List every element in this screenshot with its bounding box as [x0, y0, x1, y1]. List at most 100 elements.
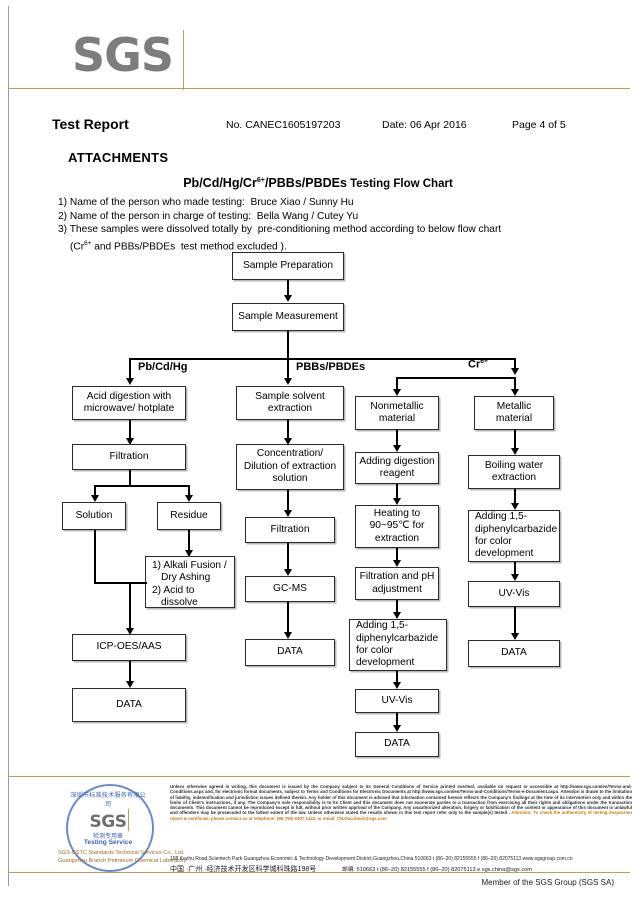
header-rule: [8, 88, 630, 89]
seal-company-line-2: Guangzhou Branch Petroleum Chemical Labo…: [58, 858, 187, 864]
edge-boiling-to-dpc: [514, 489, 517, 505]
edge-acid-to-filtration: [129, 420, 132, 440]
note-1: 1) Name of the person who made testing: …: [58, 197, 354, 208]
node-residue[interactable]: Residue: [157, 502, 221, 530]
node-gc-ms[interactable]: GC-MS: [245, 576, 335, 602]
note-2: 2) Name of the person in charge of testi…: [58, 210, 359, 222]
branch-label-cr6: Cr6+: [468, 358, 488, 371]
edge-drop-nonmetallic: [396, 377, 399, 391]
edge-drop-metallic: [514, 377, 517, 391]
sgs-testing-seal: 深圳市标准技术服务有限公司 SGS 检测专用章 Testing Service …: [58, 782, 187, 872]
node-filtration-left[interactable]: Filtration: [72, 444, 186, 470]
arrowhead-heating-to-filtration-ph: [392, 560, 401, 567]
notes-list: 1) Name of the person who made testing: …: [58, 196, 598, 254]
edge-merge-to-icp: [129, 582, 132, 630]
seal-circle: [66, 784, 154, 872]
node-alkali-fusion[interactable]: 1) Alkali Fusion / Dry Ashing 2) Acid to…: [145, 556, 235, 608]
arrowhead-icp-to-data: [125, 681, 134, 688]
arrowhead-drop-solution: [90, 495, 99, 502]
arrowhead-drop-metallic: [510, 389, 519, 396]
edge-drop-solution: [94, 485, 97, 497]
edge-measurement-trunk: [287, 331, 290, 360]
edge-dpc-to-uvvis-metallic: [514, 562, 517, 576]
branch-label-cr6-sup: 6+: [480, 358, 489, 365]
edge-concentration-to-filtration: [287, 490, 290, 512]
flow-chart-title-suffix: Testing Flow Chart: [346, 178, 453, 190]
arrowhead-prep-to-measurement: [283, 295, 292, 302]
sgs-logo: SGS: [72, 30, 192, 90]
report-date: Date: 06 Apr 2016: [382, 119, 467, 131]
address-chinese-contact: 邮编: 510663 t (86–20) 82155555 f (86–20) …: [342, 867, 532, 873]
node-icp-oes-aas[interactable]: ICP-OES/AAS: [72, 634, 186, 661]
seal-arc-text: 深圳市标准技术服务有限公司: [70, 793, 146, 808]
node-heating-extraction[interactable]: Heating to 90~95℃ for extraction: [355, 505, 439, 548]
note-3-cont-sup: 6+: [84, 239, 92, 247]
attention-line-2[interactable]: or email: CN.Doccheck@sgs.com: [317, 815, 387, 821]
address-chinese-text: 中国 ·广州 ·经济技术开发区科学城科珠路198号: [170, 866, 317, 873]
edge-reagent-to-heating: [396, 484, 399, 500]
node-filtration-mid[interactable]: Filtration: [245, 517, 335, 543]
edge-nonmetallic-to-reagent: [396, 430, 399, 447]
edge-filtration-split-stem: [129, 470, 132, 487]
alkali-line-1: 1) Alkali Fusion /: [152, 560, 227, 571]
arrowhead-drop-cr6: [510, 368, 519, 375]
node-concentration-dilution[interactable]: Concentration/ Dilution of extraction so…: [236, 444, 344, 490]
arrowhead-drop-residue: [184, 495, 193, 502]
seal-sgs-text: SGS: [89, 812, 127, 832]
footer-top-rule: [8, 776, 630, 777]
node-data-mid[interactable]: DATA: [245, 639, 335, 666]
edge-uvvis-to-data-nonmetallic: [396, 713, 399, 727]
node-uv-vis-nonmetallic[interactable]: UV-Vis: [355, 689, 439, 713]
branch-label-pb-cd-hg: Pb/Cd/Hg: [138, 361, 188, 373]
node-adding-dpc-nonmetallic[interactable]: Adding 1,5-diphenylcarbazide for color d…: [349, 619, 447, 671]
address-english: 198 Kezhu Road,Scientech Park Guangzhou …: [170, 856, 573, 862]
node-metallic-material[interactable]: Metallic material: [474, 396, 554, 430]
edge-cr6-distributor: [396, 377, 516, 380]
node-adding-digestion-reagent[interactable]: Adding digestion reagent: [355, 452, 439, 484]
page-title: Test Report: [52, 116, 129, 132]
arrowhead-drop-pbbs: [283, 378, 292, 385]
seal-chinese-label: 检测专用章: [92, 834, 123, 840]
branch-label-cr6-text: Cr: [468, 358, 481, 371]
node-filtration-ph-adjustment[interactable]: Filtration and pH adjustment: [355, 567, 439, 600]
page-left-rule: [8, 6, 9, 886]
edge-uvvis-to-data-metallic: [514, 607, 517, 635]
edge-solvent-to-concentration: [287, 420, 290, 440]
node-sample-measurement[interactable]: Sample Measurement: [232, 303, 344, 331]
flow-chart-title-main: Pb/Cd/Hg/Cr: [183, 176, 257, 190]
node-boiling-water-extraction[interactable]: Boiling water extraction: [468, 455, 560, 489]
edge-residue-to-alkali: [188, 530, 191, 552]
branch-label-pbbs-pbdes: PBBs/PBDEs: [296, 361, 366, 373]
node-solution[interactable]: Solution: [62, 502, 126, 530]
edge-join-to-icp: [94, 582, 147, 585]
node-adding-dpc-metallic[interactable]: Adding 1,5-diphenylcarbazide for color d…: [468, 510, 560, 562]
node-acid-digestion[interactable]: Acid digestion with microwave/ hotplate: [72, 386, 186, 420]
node-sample-preparation[interactable]: Sample Preparation: [232, 252, 344, 280]
logo-vertical-bar: [183, 30, 184, 90]
edge-dpc-to-uvvis-nonmetallic: [396, 671, 399, 684]
node-data-left[interactable]: DATA: [72, 688, 186, 722]
node-uv-vis-metallic[interactable]: UV-Vis: [468, 581, 560, 607]
attention-line-1: Attention: To check the authenticity of …: [170, 810, 632, 821]
arrowhead-dpc-to-uvvis-nonmetallic: [392, 682, 401, 689]
page-number: Page 4 of 5: [512, 119, 566, 131]
arrowhead-dpc-to-uvvis-metallic: [510, 574, 519, 581]
node-data-metallic[interactable]: DATA: [468, 640, 560, 667]
note-3-cont-post: and PBBs/PBDEs test method excluded ).: [91, 241, 287, 253]
arrowhead-concentration-to-filtration: [283, 510, 292, 517]
alkali-line-2: Dry Ashing: [161, 572, 211, 584]
arrowhead-drop-pbcdhg: [125, 378, 134, 385]
arrowhead-gcms-to-data: [283, 632, 292, 639]
seal-english-label: Testing Service: [83, 839, 133, 846]
edge-solution-down: [94, 530, 97, 584]
node-nonmetallic-material[interactable]: Nonmetallic material: [355, 396, 439, 430]
node-data-nonmetallic[interactable]: DATA: [355, 732, 439, 757]
edge-prep-to-measurement: [287, 280, 290, 297]
arrowhead-drop-nonmetallic: [392, 389, 401, 396]
arrowhead-reagent-to-heating: [392, 498, 401, 505]
flow-chart-title: Pb/Cd/Hg/Cr6+/PBBs/PBDEs Testing Flow Ch…: [0, 176, 636, 190]
edge-gcms-to-data: [287, 602, 290, 634]
footer-bottom-rule: [8, 872, 630, 873]
node-sample-solvent-extraction[interactable]: Sample solvent extraction: [236, 386, 344, 420]
